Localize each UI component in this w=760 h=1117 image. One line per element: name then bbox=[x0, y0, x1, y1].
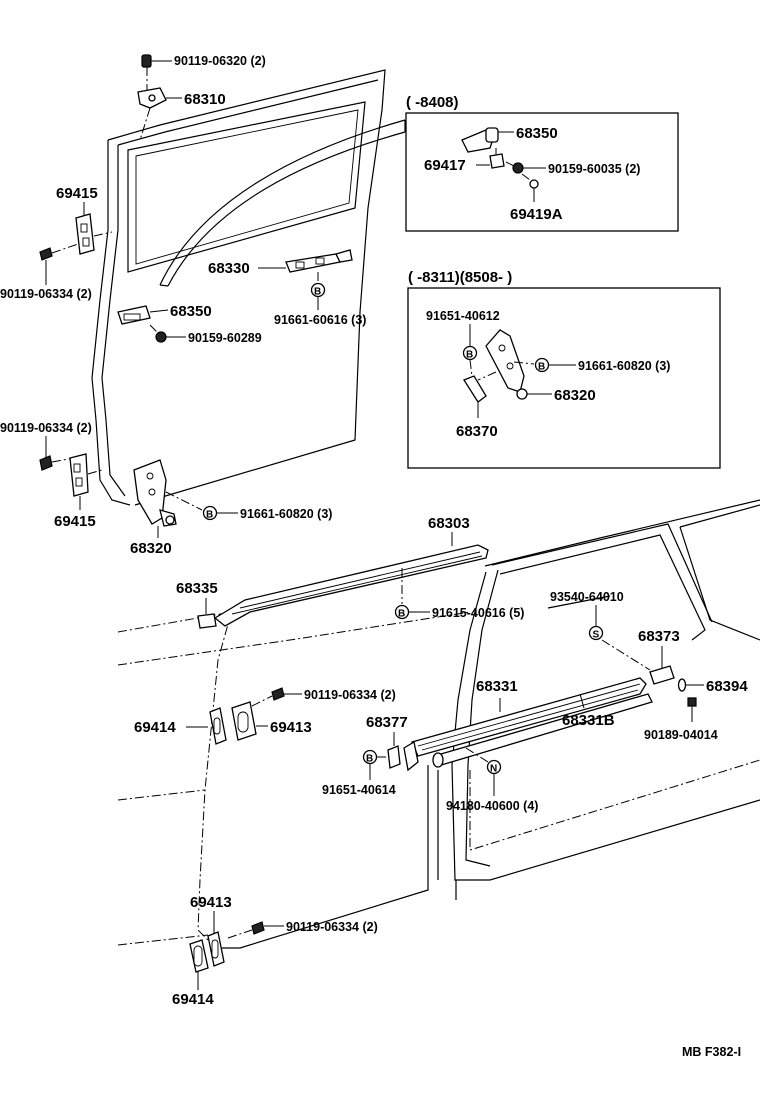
bolt-symbol-letter: B bbox=[466, 350, 473, 361]
label-68331: 68331 bbox=[476, 678, 518, 695]
label-90119-06334-bottom: 90119-06334 (2) bbox=[286, 920, 378, 934]
upper-rail-68303 bbox=[213, 532, 489, 627]
part-69413-mid bbox=[231, 701, 268, 741]
label-69413-mid: 69413 bbox=[270, 719, 312, 736]
box1-header: ( -8408) bbox=[406, 94, 459, 111]
label-69414-mid: 69414 bbox=[134, 719, 176, 736]
label-68373: 68373 bbox=[638, 628, 680, 645]
label-69413-lower: 69413 bbox=[190, 894, 232, 911]
label-68370: 68370 bbox=[456, 423, 498, 440]
part-68320-box bbox=[477, 329, 552, 400]
bolt-symbol-91615-40616: B bbox=[394, 604, 430, 620]
bolt-symbol-91651-40614: B bbox=[362, 749, 388, 780]
label-68320-door: 68320 bbox=[130, 540, 172, 557]
label-68320-box: 68320 bbox=[554, 387, 596, 404]
label-90189-04014: 90189-04014 bbox=[644, 728, 718, 742]
label-68394: 68394 bbox=[706, 678, 748, 695]
label-68330: 68330 bbox=[208, 260, 250, 277]
label-68335: 68335 bbox=[176, 580, 218, 597]
label-68310: 68310 bbox=[184, 91, 226, 108]
inset-box-upper bbox=[405, 112, 679, 232]
box2-header: ( -8311)(8508- ) bbox=[408, 269, 512, 286]
part-69417 bbox=[476, 148, 505, 169]
bolt-90119-06334-lower bbox=[39, 436, 75, 471]
nut-90189-04014 bbox=[687, 697, 697, 722]
label-68303: 68303 bbox=[428, 515, 470, 532]
label-90119-06334-upper: 90119-06334 (2) bbox=[0, 287, 92, 301]
label-91651-40612: 91651-40612 bbox=[426, 309, 500, 323]
label-94180-40600: 94180-40600 (4) bbox=[446, 799, 538, 813]
bolt-90119-06334-mid bbox=[251, 687, 302, 707]
part-69414-lower bbox=[189, 939, 209, 990]
part-68330 bbox=[258, 249, 353, 284]
part-68394 bbox=[677, 678, 704, 692]
label-69414-lower: 69414 bbox=[172, 991, 214, 1008]
bolt-90119-06320 bbox=[141, 54, 172, 90]
bolt-90119-06334-upper bbox=[39, 243, 79, 285]
screw-symbol-letter: S bbox=[593, 630, 600, 641]
label-91661-60820-box: 91661-60820 (3) bbox=[578, 359, 670, 373]
bolt-symbol-letter: B bbox=[206, 510, 213, 521]
label-68331B: 68331B bbox=[562, 712, 615, 729]
label-91661-60616: 91661-60616 (3) bbox=[274, 313, 366, 327]
label-93540-64010: 93540-64010 bbox=[550, 590, 624, 604]
label-68350-door: 68350 bbox=[170, 303, 212, 320]
label-91615-40616: 91615-40616 (5) bbox=[432, 606, 524, 620]
part-69415-lower bbox=[69, 453, 103, 510]
label-69415-upper: 69415 bbox=[56, 185, 98, 202]
part-68377 bbox=[387, 732, 419, 772]
label-91661-60820-door: 91661-60820 (3) bbox=[240, 507, 332, 521]
part-68373 bbox=[649, 646, 675, 685]
label-90159-60035: 90159-60035 (2) bbox=[548, 162, 640, 176]
label-90119-06334-lower: 90119-06334 (2) bbox=[0, 421, 92, 435]
part-68335 bbox=[197, 598, 217, 629]
vehicle-body bbox=[117, 499, 760, 949]
bolt-symbol-91651-40612: B bbox=[462, 324, 478, 377]
part-69414-mid bbox=[186, 707, 227, 745]
label-90119-06334-mid: 90119-06334 (2) bbox=[304, 688, 396, 702]
label-68350-box: 68350 bbox=[516, 125, 558, 142]
bolt-symbol-91661-60820-box: B bbox=[534, 357, 576, 373]
part-68320-door bbox=[133, 459, 203, 538]
window-channel bbox=[159, 119, 406, 287]
center-rail-68331 bbox=[411, 677, 653, 768]
part-68310 bbox=[137, 87, 182, 141]
label-90159-60289: 90159-60289 bbox=[188, 331, 262, 345]
bolt-symbol-91661-60616: B bbox=[310, 282, 326, 310]
bolt-symbol-91661-60820-door: B bbox=[202, 505, 238, 521]
screw-90159-60035 bbox=[505, 161, 546, 174]
part-68350-box bbox=[461, 127, 514, 153]
bolt-symbol-letter: B bbox=[538, 362, 545, 373]
label-90119-06320: 90119-06320 (2) bbox=[174, 54, 266, 68]
part-68350-door bbox=[117, 305, 169, 325]
label-69415-lower: 69415 bbox=[54, 513, 96, 530]
screw-90159-60289 bbox=[149, 324, 186, 343]
label-69419A: 69419A bbox=[510, 206, 563, 223]
nut-symbol-letter: N bbox=[490, 764, 497, 775]
part-69415-upper bbox=[75, 202, 113, 255]
part-68370 bbox=[463, 375, 487, 418]
screw-symbol-93540-64010: S bbox=[588, 605, 651, 671]
bolt-symbol-letter: B bbox=[366, 754, 373, 765]
label-91651-40614: 91651-40614 bbox=[322, 783, 396, 797]
bolt-90119-06334-bottom bbox=[227, 921, 284, 939]
figure-code: MB F382-I bbox=[682, 1045, 741, 1059]
nut-symbol-94180-40600: N bbox=[465, 747, 502, 796]
bolt-symbol-letter: B bbox=[398, 609, 405, 620]
label-68377: 68377 bbox=[366, 714, 408, 731]
sliding-door-panel bbox=[91, 69, 386, 506]
bolt-symbol-letter: B bbox=[314, 287, 321, 298]
part-69413-lower bbox=[207, 911, 225, 967]
label-69417: 69417 bbox=[424, 157, 466, 174]
inset-box-lower bbox=[407, 287, 721, 469]
part-69419A bbox=[521, 173, 539, 202]
